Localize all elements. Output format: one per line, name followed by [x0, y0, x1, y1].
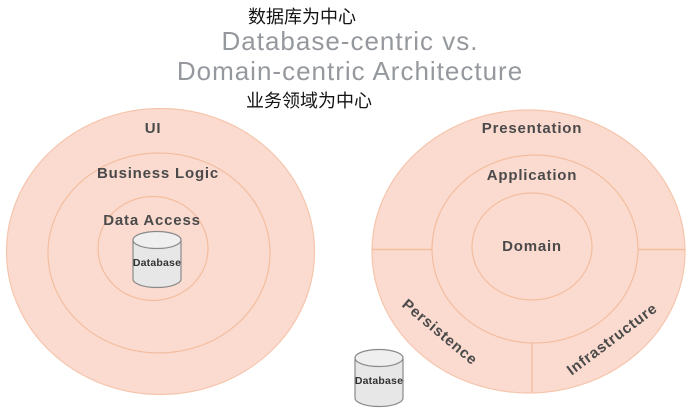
external-database-cylinder-icon: Database — [354, 348, 404, 408]
database-centric-diagram: UI Business Logic Data Access Database — [5, 107, 316, 396]
database-label: Database — [355, 375, 403, 387]
right-inner-ring — [471, 192, 593, 301]
cylinder-top — [354, 348, 404, 368]
page-title: Database-centric vs. Domain-centric Arch… — [177, 26, 523, 86]
layer-label-ui: UI — [145, 120, 162, 137]
title-line-1: Database-centric vs. — [221, 26, 479, 56]
layer-label-business-logic: Business Logic — [97, 165, 219, 182]
right-outer-ring — [371, 109, 686, 394]
caption-domain-centric: 业务领域为中心 — [246, 91, 372, 111]
database-cylinder-icon: Database — [132, 230, 182, 289]
left-middle-ring — [47, 152, 271, 354]
title-line-2: Domain-centric Architecture — [176, 56, 524, 86]
cylinder-body — [132, 240, 182, 289]
cylinder-body — [354, 358, 404, 408]
domain-centric-diagram: Presentation Application Domain Persiste… — [354, 109, 686, 408]
database-label: Database — [133, 257, 181, 269]
layer-label-application: Application — [487, 167, 577, 184]
layer-label-domain: Domain — [502, 238, 562, 255]
cylinder-top — [132, 230, 182, 250]
layer-label-presentation: Presentation — [482, 120, 582, 137]
left-inner-ring — [97, 195, 209, 302]
caption-database-centric: 数据库为中心 — [248, 7, 356, 27]
layer-label-data-access: Data Access — [103, 212, 200, 229]
